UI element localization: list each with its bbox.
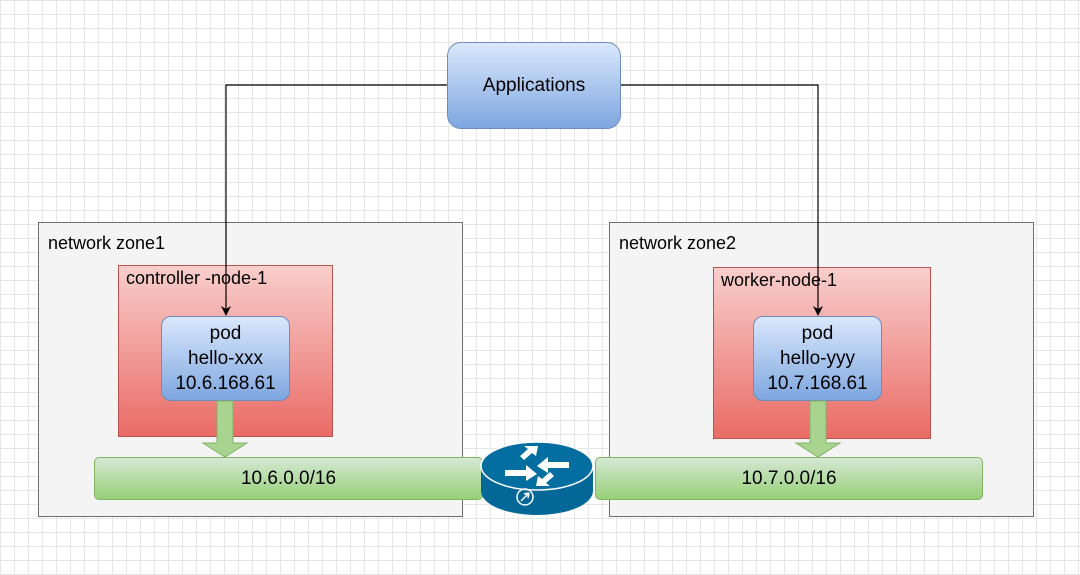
- subnet-zone-1: 10.6.0.0/16: [94, 457, 483, 500]
- controller-node-label: controller -node-1: [126, 268, 268, 288]
- pod-hello-yyy: pod hello-yyy 10.7.168.61: [753, 316, 882, 401]
- subnet-2-label: 10.7.0.0/16: [741, 467, 837, 489]
- zone-1-label: network zone1: [48, 233, 166, 253]
- applications-label: Applications: [482, 74, 586, 96]
- applications-box: Applications: [447, 42, 621, 129]
- pod-hello-xxx: pod hello-xxx 10.6.168.61: [161, 316, 290, 401]
- pod-1-name: hello-xxx: [188, 348, 263, 369]
- router-icon: [480, 441, 594, 515]
- worker-node-label: worker-node-1: [721, 270, 838, 290]
- pod-1-type: pod: [209, 323, 242, 344]
- subnet-zone-2: 10.7.0.0/16: [595, 457, 983, 500]
- pod-1-ip: 10.6.168.61: [175, 373, 276, 394]
- pod-2-type: pod: [801, 323, 834, 344]
- zone-2-label: network zone2: [619, 233, 737, 253]
- pod-2-name: hello-yyy: [780, 348, 855, 369]
- subnet-1-label: 10.6.0.0/16: [240, 467, 337, 489]
- pod-2-ip: 10.7.168.61: [767, 373, 868, 394]
